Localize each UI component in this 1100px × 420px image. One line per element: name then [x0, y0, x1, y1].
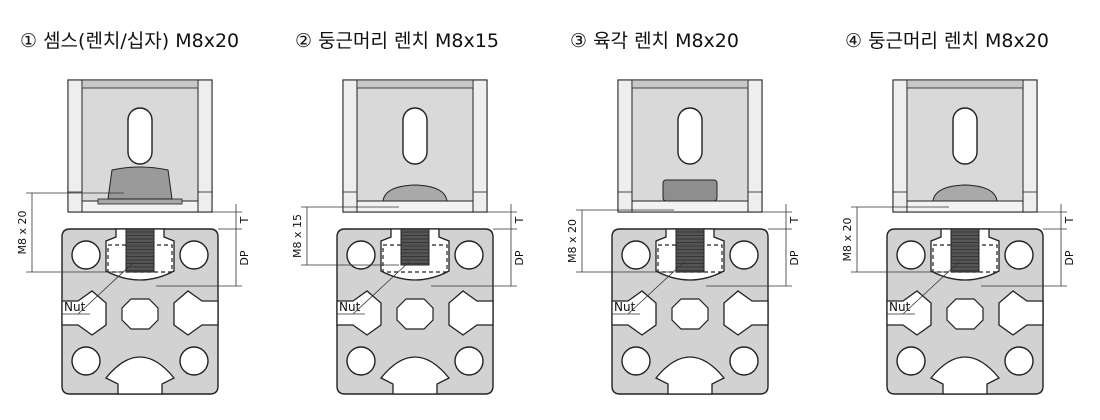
bracket-base-plate — [906, 200, 1024, 213]
sems-washer — [97, 198, 183, 205]
leader-line — [627, 261, 685, 315]
bolt-shank — [400, 228, 430, 266]
bracket-right-flange — [747, 79, 763, 213]
center-bore — [121, 298, 159, 330]
thickness-label: T — [238, 216, 251, 224]
depth-label: DP — [1063, 250, 1076, 265]
center-bore — [946, 298, 984, 330]
bottom-t-slot — [104, 356, 176, 395]
panel-title: ③ 육각 렌치 M8x20 — [570, 30, 739, 52]
nut-label: Nut — [64, 300, 86, 314]
bolt-head-dome — [382, 184, 448, 202]
corner-hole — [71, 346, 101, 376]
corner-hole — [621, 346, 651, 376]
depth-label: DP — [788, 250, 801, 265]
assembly-drawing: M8 x 15 T DP Nut — [291, 79, 526, 395]
bolt-head-socket — [662, 179, 718, 202]
leader-line — [352, 261, 410, 315]
depth-label: DP — [238, 250, 251, 265]
slot-hole — [677, 107, 703, 165]
corner-hole — [179, 346, 209, 376]
slot-hole — [127, 107, 153, 165]
thickness-label: T — [1063, 216, 1076, 224]
corner-hole — [179, 240, 209, 270]
panel-title: ① 셈스(렌치/십자) M8x20 — [20, 30, 240, 52]
corner-hole — [454, 240, 484, 270]
bracket-top-fold — [356, 79, 474, 89]
corner-hole — [729, 346, 759, 376]
right-t-slot — [173, 290, 219, 336]
corner-hole — [71, 240, 101, 270]
bracket-left-flange — [892, 79, 908, 213]
leader-line — [77, 261, 135, 315]
assembly-drawing: M8 x 20 T DP Nut — [16, 79, 251, 395]
slot-hole — [402, 107, 428, 165]
bracket-right-flange — [1022, 79, 1038, 213]
bolt-head-dome — [932, 184, 998, 202]
corner-hole — [346, 346, 376, 376]
bracket-left-flange — [617, 79, 633, 213]
panel-socket-bolt: ③ 육각 렌치 M8x20 M8 x 20 T DP Nut — [550, 0, 825, 420]
thickness-label: T — [513, 216, 526, 224]
slot-hole — [952, 107, 978, 165]
nut-label: Nut — [889, 300, 911, 314]
corner-hole — [896, 240, 926, 270]
left-t-slot — [61, 290, 107, 336]
thickness-label: T — [788, 216, 801, 224]
center-bore — [671, 298, 709, 330]
right-t-slot — [448, 290, 494, 336]
corner-hole — [1004, 240, 1034, 270]
bolt-head-sems — [107, 166, 173, 200]
panel-dome-bolt-20: ④ 둥근머리 렌치 M8x20 M8 x 20 T DP Nut — [825, 0, 1100, 420]
corner-hole — [454, 346, 484, 376]
bracket-top-fold — [631, 79, 749, 89]
depth-label: DP — [513, 250, 526, 265]
corner-hole — [346, 240, 376, 270]
nut-label: Nut — [339, 300, 361, 314]
nut-label: Nut — [614, 300, 636, 314]
panel-title: ④ 둥근머리 렌치 M8x20 — [845, 30, 1049, 52]
panel-title: ② 둥근머리 렌치 M8x15 — [295, 30, 499, 52]
corner-hole — [896, 346, 926, 376]
right-t-slot — [998, 290, 1044, 336]
left-t-slot — [886, 290, 932, 336]
bracket-base-plate — [356, 200, 474, 213]
corner-hole — [1004, 346, 1034, 376]
panel-sems-bolt: ① 셈스(렌치/십자) M8x20 M8 x 20 T DP Nut — [0, 0, 275, 420]
bolt-length-label: M8 x 15 — [291, 214, 304, 258]
bottom-t-slot — [654, 356, 726, 395]
bracket-top-fold — [81, 79, 199, 89]
bolt-length-label: M8 x 20 — [16, 211, 29, 255]
leader-line — [902, 261, 960, 315]
left-t-slot — [611, 290, 657, 336]
bolt-length-label: M8 x 20 — [566, 219, 579, 263]
bracket-right-flange — [197, 79, 213, 213]
assembly-drawing: M8 x 20 T DP Nut — [841, 79, 1076, 395]
panel-dome-bolt-15: ② 둥근머리 렌치 M8x15 M8 x 15 T DP Nut — [275, 0, 550, 420]
bracket-right-flange — [472, 79, 488, 213]
bracket-left-flange — [67, 79, 83, 213]
bracket-left-flange — [342, 79, 358, 213]
bracket-top-fold — [906, 79, 1024, 89]
left-t-slot — [336, 290, 382, 336]
assembly-drawing: M8 x 20 T DP Nut — [566, 79, 801, 395]
bottom-t-slot — [929, 356, 1001, 395]
corner-hole — [729, 240, 759, 270]
bolt-length-label: M8 x 20 — [841, 218, 854, 262]
center-bore — [396, 298, 434, 330]
bottom-t-slot — [379, 356, 451, 395]
right-t-slot — [723, 290, 769, 336]
corner-hole — [621, 240, 651, 270]
